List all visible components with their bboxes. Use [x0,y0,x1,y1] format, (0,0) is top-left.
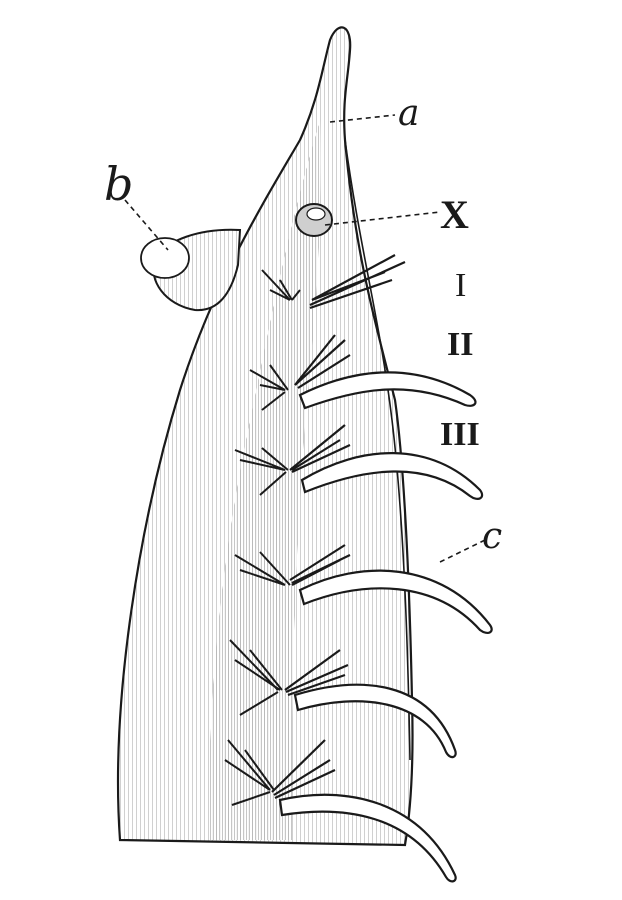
label-a: a [398,93,419,134]
bristle-tufts [224,269,301,806]
label-segment-3: III [440,416,480,453]
leader-lines [124,114,486,563]
lateral-line [344,139,411,761]
label-c: c [482,516,502,557]
label-b: b [104,157,133,211]
cirri [278,371,493,883]
label-segment-2: II [447,326,473,363]
label-segment-1: I [455,267,466,304]
label-x: X [440,192,469,237]
bristle-fans [271,254,406,799]
